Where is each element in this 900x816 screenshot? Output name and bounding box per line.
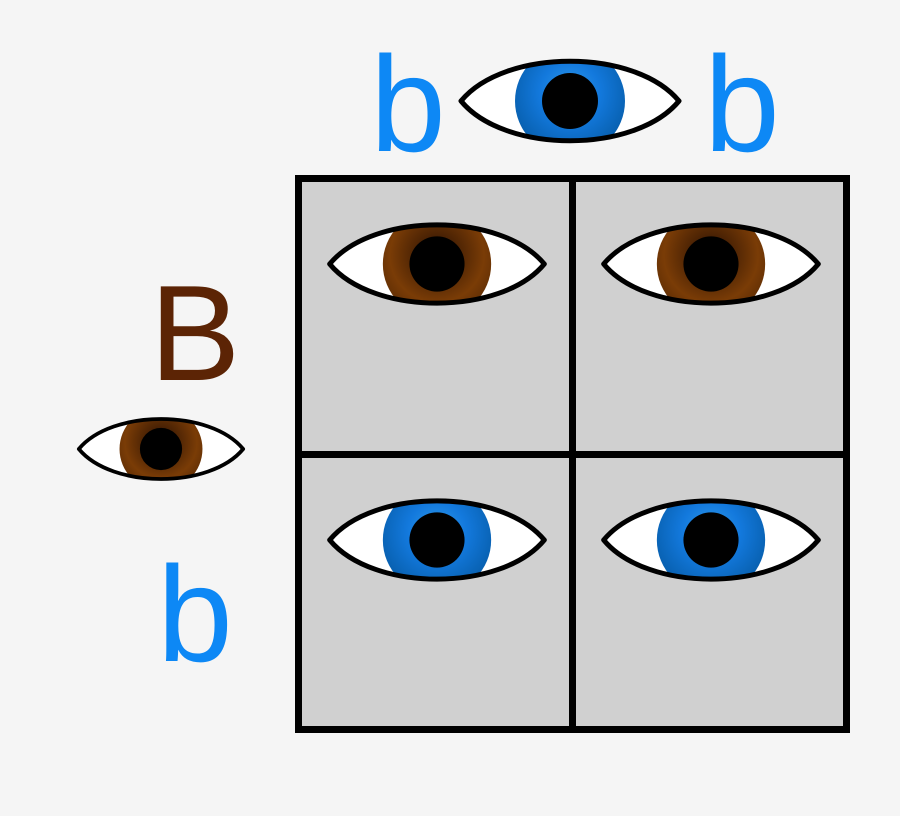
punnett-cell-bottom-left[interactable]: b b <box>302 457 569 727</box>
blue-eye <box>317 476 557 604</box>
genotype-label: B b <box>302 329 569 451</box>
brown-eye <box>591 200 831 328</box>
left-header-top-allele: B <box>149 257 241 409</box>
brown-eye <box>317 200 557 328</box>
left-header-brown-eye <box>46 400 276 498</box>
blue-eye <box>591 476 831 604</box>
top-header-right-allele: b <box>704 28 780 180</box>
top-header-left-allele: b <box>370 28 446 180</box>
genotype-label: b b <box>302 605 569 727</box>
top-header-blue-eye <box>455 36 685 166</box>
punnett-grid: B b <box>295 175 850 733</box>
punnett-cell-top-left[interactable]: B b <box>302 182 569 451</box>
genotype-label: B b <box>576 329 843 451</box>
left-header-bottom-allele: b <box>157 538 233 690</box>
punnett-cell-bottom-right[interactable]: b b <box>576 457 843 727</box>
punnett-cell-top-right[interactable]: B b <box>576 182 843 451</box>
genotype-label: b b <box>576 605 843 727</box>
